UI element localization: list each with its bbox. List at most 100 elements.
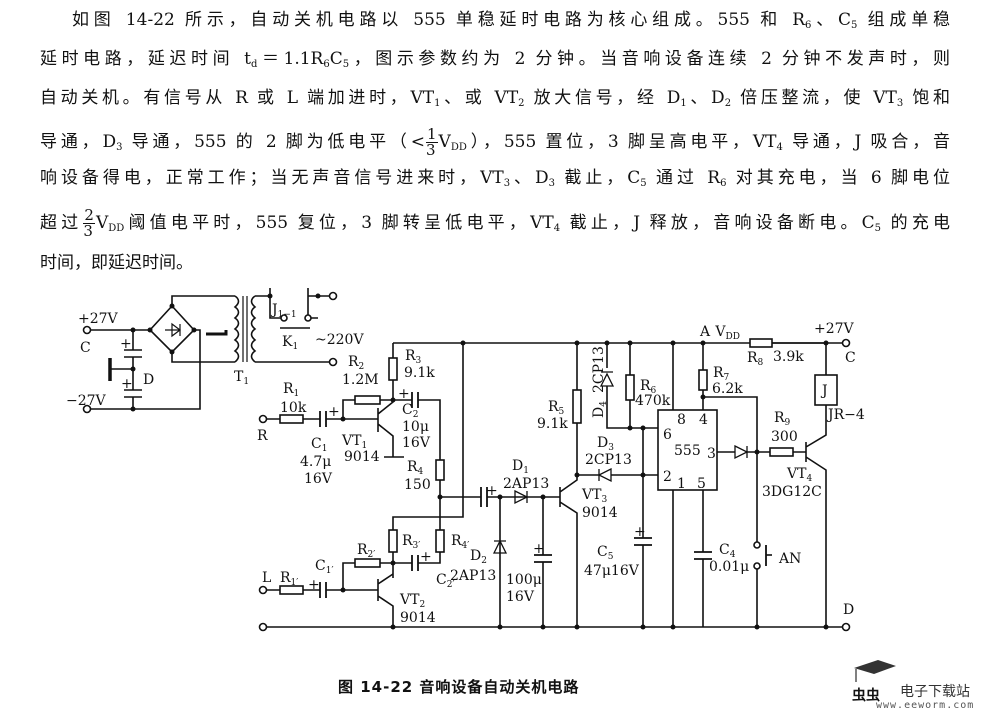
pin-5: 5: [697, 476, 706, 492]
value-r3: 9.1k: [404, 365, 435, 381]
subscript: DD: [450, 142, 467, 153]
label-plus27v: +27V: [78, 311, 119, 327]
label-r1-prime: R1′: [280, 570, 298, 588]
subscript: 5: [342, 59, 350, 70]
label-j1-1: J1−1: [270, 302, 297, 320]
value-r9: 300: [771, 429, 798, 445]
pin-3: 3: [707, 446, 716, 462]
label-vt3: VT3: [581, 487, 607, 505]
value-vt3: 9014: [582, 505, 618, 521]
label-r2-prime: R2′: [357, 542, 375, 560]
numerator: 2: [83, 206, 95, 224]
watermark: 虫虫 电子下载站 www.eeworm.com: [848, 654, 992, 714]
text-run: ），555 置位，3 脚呈高电平，VT: [466, 132, 777, 152]
watermark-name: 电子下载站: [900, 684, 970, 700]
label-r6: R6: [640, 378, 657, 396]
subscript: d: [250, 59, 258, 70]
value-r7: 6.2k: [712, 381, 743, 397]
label-c1: C1: [311, 436, 327, 454]
label-r5: R5: [548, 399, 565, 417]
label-d3: D3: [597, 435, 614, 453]
paragraph-line: 时间，即延迟时间。: [40, 253, 193, 273]
label-r-input: R: [257, 428, 268, 444]
svg-text:+: +: [308, 577, 320, 593]
subscript: 2: [724, 98, 732, 109]
pin-6: 6: [663, 427, 672, 443]
subscript: 5: [851, 20, 858, 31]
figure-caption: 图 14-22 音响设备自动关机电路: [338, 678, 580, 696]
text-run: 、D: [510, 168, 549, 188]
subscript: 5: [874, 223, 882, 234]
relay-model: JR−4: [826, 407, 865, 423]
subscript: 3: [503, 178, 511, 189]
text-run: 饱和: [903, 88, 950, 108]
subscript: 3: [548, 178, 555, 189]
label-vt2: VT2: [399, 592, 425, 610]
value-r8: 3.9k: [773, 349, 804, 365]
text-run: 、C: [811, 10, 852, 30]
label-minus27v: −27V: [66, 393, 107, 409]
subscript: 3: [896, 98, 904, 109]
pin-4: 4: [699, 412, 708, 428]
text-run: 截止，J 释放，音响设备断电。C: [560, 213, 875, 233]
paragraph-line: 响设备得电，正常工作；当无声音信号进来时，VT3、D3 截止，C5 通过 R6 …: [40, 168, 950, 189]
text-run: 超过: [40, 213, 83, 233]
text-run: 导通，D: [40, 132, 117, 152]
label-c1-prime: C1′: [315, 558, 334, 576]
polarity-marks: ++++ +++++: [120, 336, 646, 593]
subscript: 6: [720, 178, 727, 189]
label-d2: D2: [470, 548, 487, 566]
label-d4: D4: [591, 401, 609, 418]
text-run: 截止，C: [555, 168, 641, 188]
subscript: 6: [805, 20, 812, 31]
svg-text:+: +: [328, 404, 340, 420]
text-run: V: [95, 213, 109, 233]
subscript: 5: [640, 178, 647, 189]
value-d2: 2AP13: [450, 568, 496, 584]
value-c5: 47μ16V: [584, 563, 640, 579]
text-run: ＝1.1R: [257, 49, 324, 69]
text-run: 对其充电，当 6 脚电位: [726, 168, 950, 188]
label-r1: R1: [283, 381, 299, 399]
label-r4-prime: R4′: [451, 533, 469, 551]
value-c2: 10μ: [402, 419, 429, 435]
subscript: 4: [553, 223, 561, 234]
watermark-url: www.eeworm.com: [876, 700, 975, 711]
paragraph-line: 自动关机。有信号从 R 或 L 端加进时，VT1、或 VT2 放大信号，经 D1…: [40, 88, 950, 109]
value-r1: 10k: [280, 400, 307, 416]
text-run: 导通，J 吸合，音: [782, 132, 951, 152]
value-r6: 470k: [635, 393, 671, 409]
pin-8: 8: [677, 412, 686, 428]
value-r5: 9.1k: [537, 416, 568, 432]
text-run: 响设备得电，正常工作；当无声音信号进来时，VT: [40, 168, 504, 188]
subscript: DD: [108, 223, 125, 234]
pin-2: 2: [663, 469, 672, 485]
text-run: V: [438, 132, 451, 152]
value-r4: 150: [404, 477, 431, 493]
label-r9: R9: [774, 410, 791, 428]
terminals[interactable]: [82, 291, 851, 632]
text-run: 、D: [686, 88, 725, 108]
text-run: ，图示参数约为 2 分钟。当音响设备连续 2 分钟不发声时，则: [349, 49, 950, 69]
subscript: 1: [680, 98, 687, 109]
value-vt1: 9014: [344, 449, 380, 465]
label-d1: D1: [512, 458, 529, 476]
text-run: 倍压整流，使 VT: [731, 88, 897, 108]
text-run: 延时电路，延迟时间 t: [40, 49, 251, 69]
numerator: 1: [426, 125, 438, 143]
relay-j-label: J: [820, 383, 828, 399]
svg-text:+: +: [634, 524, 646, 540]
logo-text: 虫虫: [852, 687, 880, 704]
value-d3: 2CP13: [585, 452, 632, 468]
subscript: 4: [776, 142, 783, 153]
text-run: 的充电: [881, 213, 951, 233]
denominator: 3: [83, 222, 93, 240]
label-r3-prime: R3′: [402, 533, 420, 551]
label-k1: K1: [282, 334, 298, 352]
svg-text:+: +: [420, 549, 432, 565]
label-an-switch: AN: [778, 551, 801, 567]
subscript: 6: [323, 59, 330, 70]
